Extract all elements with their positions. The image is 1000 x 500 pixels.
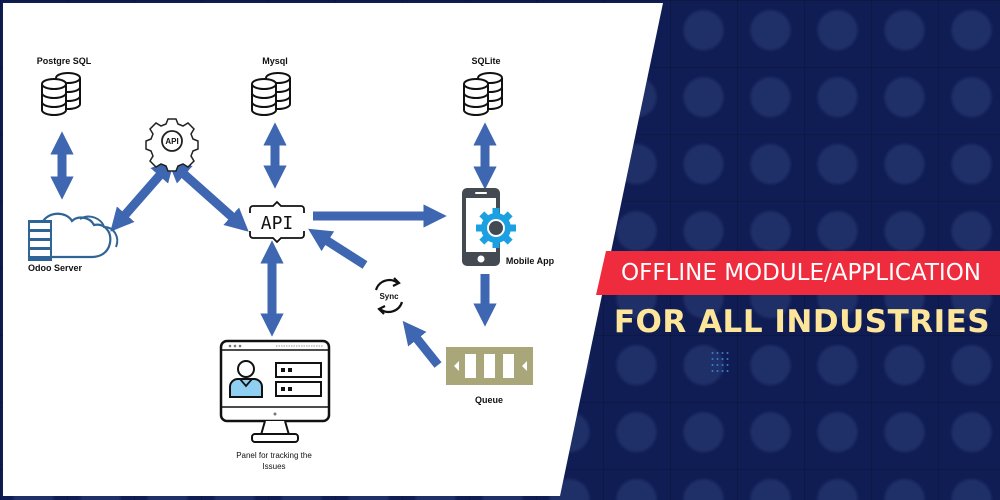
postgres-label: Postgre SQL [36,56,92,66]
connection-arrows [50,122,497,368]
postgres-database-icon [41,72,81,116]
arrow-gear-api [167,159,249,232]
queue-label: Queue [474,395,504,405]
queue-icon [446,347,533,385]
mysql-label: Mysql [262,56,288,66]
api-bracket-icon: API [249,200,305,244]
arrow-queue-sync [402,320,442,368]
banner-title-line2: FOR ALL INDUSTRIES [613,304,991,340]
mobile-app-label: Mobile App [505,256,555,266]
sqlite-label: SQLite [471,56,501,66]
decorative-dots [710,350,730,376]
gear-api-label: API [165,137,178,146]
cloud-server-icon [28,212,119,261]
api-central-label: API [261,213,294,234]
panel-label: Panel for tracking the Issues [236,450,312,472]
odoo-server-label: Odoo Server [27,263,83,273]
arrow-gear-odoo [110,158,175,232]
panel-label-line2: Issues [262,462,286,471]
sqlite-database-icon [463,72,503,116]
monitor-user-icon [219,339,331,443]
banner-red-strip [596,251,1000,295]
banner-title-line1: OFFLINE MODULE/APPLICATION [620,260,981,286]
panel-label-line1: Panel for tracking the [236,451,312,460]
arrow-sync-api [308,228,368,269]
mysql-database-icon [251,72,291,116]
mobile-gear-icon [462,188,516,266]
gear-api-icon: API [145,118,199,172]
sync-icon: Sync [374,277,404,315]
svg-text:Sync: Sync [379,292,399,301]
